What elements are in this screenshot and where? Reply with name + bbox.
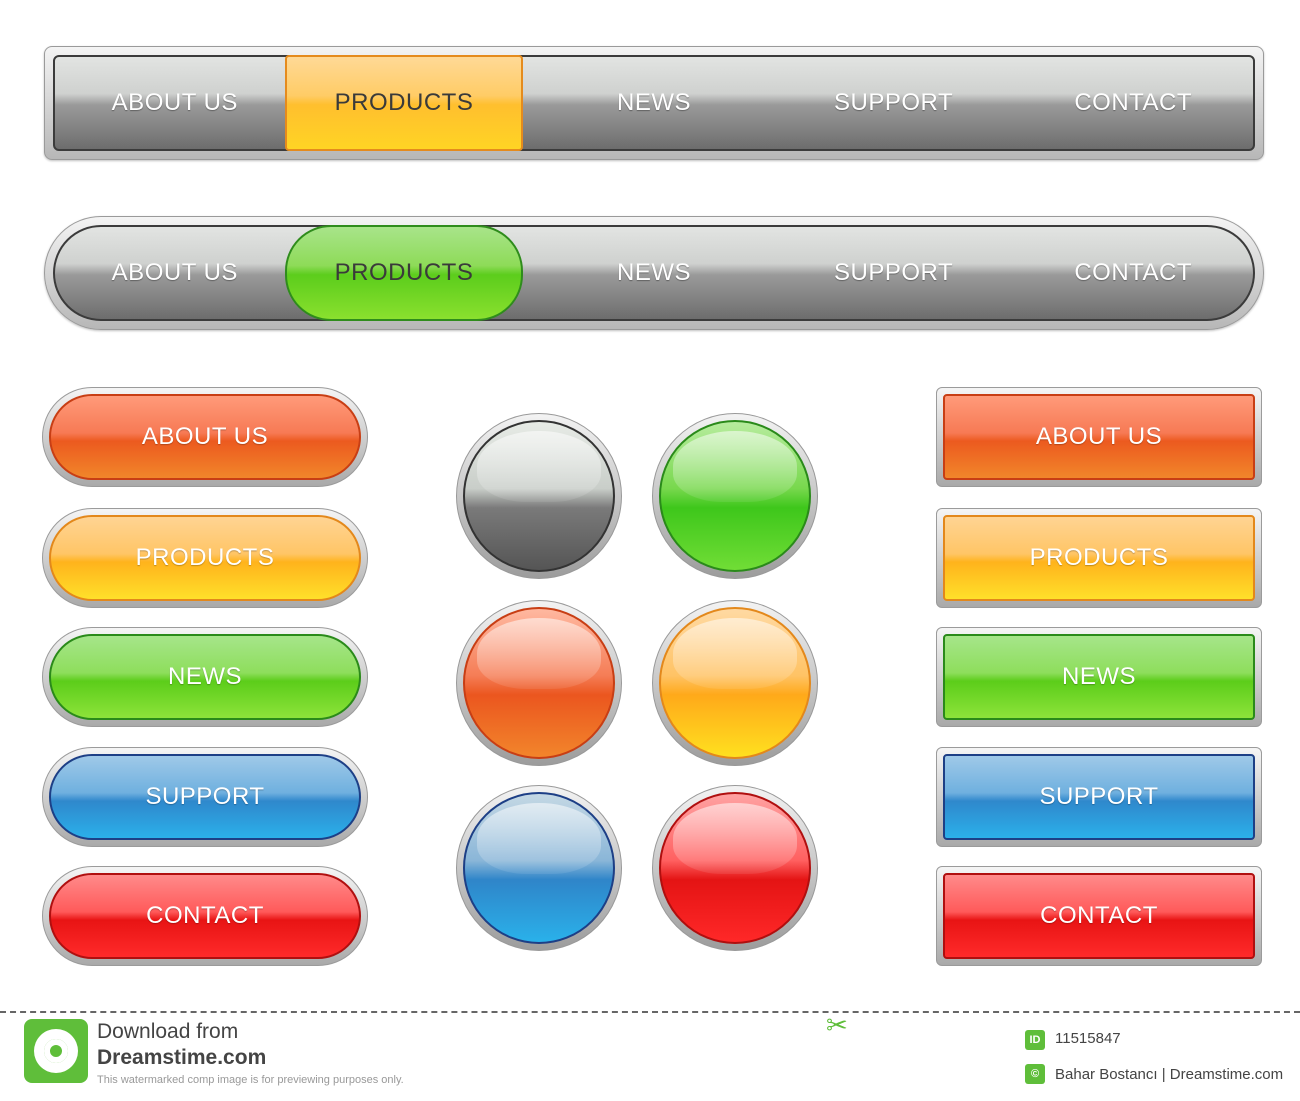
right-support-button[interactable]: SUPPORT — [936, 747, 1262, 847]
nav-rect-news[interactable]: NEWS — [616, 89, 691, 116]
nav-rect-about-us[interactable]: ABOUT US — [111, 89, 238, 116]
left-about-us-button[interactable]: ABOUT US — [42, 387, 368, 487]
left-products-button[interactable]: PRODUCTS — [42, 508, 368, 608]
round-button-gray[interactable] — [456, 413, 622, 579]
navbar-rect: ABOUT US NEWS SUPPORT CONTACT PRODUCTS — [44, 46, 1264, 160]
nav-pill-support[interactable]: SUPPORT — [834, 259, 954, 286]
right-products-button[interactable]: PRODUCTS — [936, 508, 1262, 608]
round-button-orange[interactable] — [456, 600, 622, 766]
footer-site-name[interactable]: Dreamstime.com — [97, 1046, 267, 1069]
id-badge-icon: ID — [1025, 1030, 1045, 1050]
round-button-red[interactable] — [652, 785, 818, 951]
round-button-yellow[interactable] — [652, 600, 818, 766]
left-about-us-label[interactable]: ABOUT US — [49, 394, 361, 480]
round-button-gray-face — [463, 420, 615, 572]
left-support-button[interactable]: SUPPORT — [42, 747, 368, 847]
right-about-us-button[interactable]: ABOUT US — [936, 387, 1262, 487]
left-news-label[interactable]: NEWS — [49, 634, 361, 720]
round-button-blue[interactable] — [456, 785, 622, 951]
nav-pill-contact[interactable]: CONTACT — [1074, 259, 1193, 286]
copyright-badge-icon: © — [1025, 1064, 1045, 1084]
footer-disclaimer: This watermarked comp image is for previ… — [97, 1074, 404, 1086]
right-news-label[interactable]: NEWS — [943, 634, 1255, 720]
right-products-label[interactable]: PRODUCTS — [943, 515, 1255, 601]
navbar-pill: ABOUT US NEWS SUPPORT CONTACT PRODUCTS — [44, 216, 1264, 330]
footer-image-id: 11515847 — [1055, 1030, 1121, 1047]
round-button-red-face — [659, 792, 811, 944]
nav-pill-products-active[interactable]: PRODUCTS — [285, 225, 523, 321]
round-button-yellow-face — [659, 607, 811, 759]
footer-author: Bahar Bostancı | Dreamstime.com — [1055, 1066, 1284, 1083]
left-contact-button[interactable]: CONTACT — [42, 866, 368, 966]
right-contact-label[interactable]: CONTACT — [943, 873, 1255, 959]
right-support-label[interactable]: SUPPORT — [943, 754, 1255, 840]
navbar-pill-track: ABOUT US NEWS SUPPORT CONTACT PRODUCTS — [53, 225, 1255, 321]
nav-pill-news[interactable]: NEWS — [616, 259, 691, 286]
left-support-label[interactable]: SUPPORT — [49, 754, 361, 840]
navbar-rect-track: ABOUT US NEWS SUPPORT CONTACT PRODUCTS — [53, 55, 1255, 151]
nav-rect-support[interactable]: SUPPORT — [834, 89, 954, 116]
nav-pill-about-us[interactable]: ABOUT US — [111, 259, 238, 286]
right-contact-button[interactable]: CONTACT — [936, 866, 1262, 966]
round-button-green-face — [659, 420, 811, 572]
round-button-orange-face — [463, 607, 615, 759]
dreamstime-logo-icon — [24, 1019, 88, 1083]
left-contact-label[interactable]: CONTACT — [49, 873, 361, 959]
round-button-blue-face — [463, 792, 615, 944]
nav-rect-products-active[interactable]: PRODUCTS — [285, 55, 523, 151]
right-about-us-label[interactable]: ABOUT US — [943, 394, 1255, 480]
footer-download-from: Download from — [97, 1020, 239, 1043]
left-products-label[interactable]: PRODUCTS — [49, 515, 361, 601]
round-button-green[interactable] — [652, 413, 818, 579]
footer-divider — [0, 1011, 1300, 1013]
right-news-button[interactable]: NEWS — [936, 627, 1262, 727]
nav-rect-contact[interactable]: CONTACT — [1074, 89, 1193, 116]
scissors-icon: ✂ — [826, 1010, 848, 1040]
left-news-button[interactable]: NEWS — [42, 627, 368, 727]
